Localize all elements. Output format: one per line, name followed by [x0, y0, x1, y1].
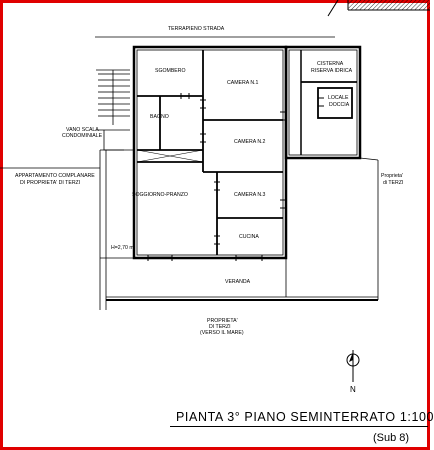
label-cisterna: CISTERNA	[317, 61, 344, 67]
left-boundary	[0, 149, 134, 310]
label-terzi-right: di TERZI	[383, 180, 403, 186]
label-condominiale: CONDOMINIALE	[62, 133, 103, 139]
label-vano-scala: VANO SCALA	[66, 127, 99, 133]
north-label: N	[350, 385, 356, 394]
label-soggiorno: SOGGIORNO-PRANZO	[132, 192, 188, 198]
label-height: H=2,70 ml	[111, 245, 135, 251]
bagno-shaft	[136, 149, 204, 163]
title-underline	[170, 426, 428, 427]
label-veranda: VERANDA	[225, 279, 251, 285]
plan-title: PIANTA 3° PIANO SEMINTERRATO 1:100	[176, 410, 434, 424]
hatched-block	[327, 0, 430, 17]
label-cucina: CUCINA	[239, 234, 259, 240]
label-riserva: RISERVA IDRICA	[311, 68, 353, 74]
label-proprieta-bottom: PROPRIETA'	[207, 318, 238, 324]
room-labels: TERRAPIENO STRADA SGOMBERO CAMERA N.1 CA…	[15, 26, 403, 336]
label-proprieta-right: Proprieta'	[381, 173, 403, 179]
north-arrow-icon: N	[346, 350, 360, 394]
outer-walls	[132, 45, 362, 260]
label-doccia: DOCCIA	[329, 102, 350, 108]
label-locale: LOCALE	[328, 95, 349, 101]
label-appartamento: APPARTAMENTO COMPLANARE	[15, 173, 95, 179]
label-terrapieno: TERRAPIENO STRADA	[168, 26, 225, 32]
veranda	[106, 157, 379, 301]
label-camera2: CAMERA N.2	[234, 139, 266, 145]
label-bagno: BAGNO	[150, 114, 169, 120]
interior-walls	[137, 50, 357, 255]
door-marks	[147, 93, 324, 261]
label-di-proprieta: DI PROPRIETA' DI TERZI	[20, 180, 80, 186]
label-verso-mare: (VERSO IL MARE)	[200, 330, 244, 336]
label-camera3: CAMERA N.3	[234, 192, 266, 198]
label-sgombero: SGOMBERO	[155, 68, 186, 74]
plan-subtitle: (Sub 8)	[373, 432, 410, 444]
label-terzi-bottom: DI TERZI	[209, 324, 231, 330]
label-camera1: CAMERA N.1	[227, 80, 259, 86]
